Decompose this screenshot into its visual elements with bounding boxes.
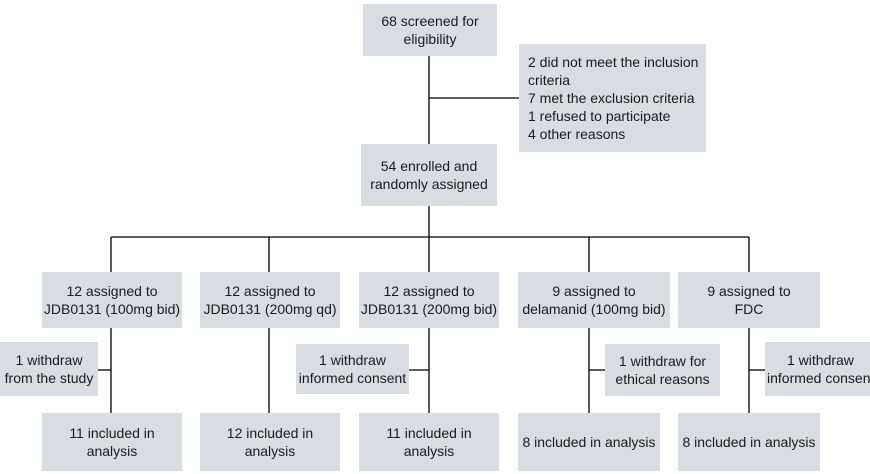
arm-1-withdraw-box: 1 withdraw from the study [0, 342, 98, 396]
arm-3-assigned-line-2: JDB0131 (200mg bid) [360, 301, 498, 317]
arm-4-withdraw-line-2: ethical reasons [615, 371, 710, 387]
enrolled-line-1: 54 enrolled and [380, 158, 478, 174]
screened-line-1: 68 screened for [381, 13, 479, 29]
arm-2-analysis-line-1: 12 included in [226, 425, 314, 441]
arm-3-assigned-box: 12 assigned to JDB0131 (200mg bid) [359, 272, 499, 328]
arm-1-analysis-line-2: analysis [86, 443, 138, 459]
arm-2-assigned-line-1: 12 assigned to [224, 283, 316, 299]
arm-1-assigned-line-2: JDB0131 (100mg bid) [43, 301, 181, 317]
arm-5-withdraw-line-1: 1 withdraw [787, 352, 854, 368]
arm-3-withdraw-line-1: 1 withdraw [319, 352, 386, 368]
arm-1-assigned-line-1: 12 assigned to [66, 283, 158, 299]
arm-3-analysis-box: 11 included in analysis [359, 413, 499, 471]
arm-4-analysis-line-1: 8 included in analysis [522, 434, 656, 450]
arm-2-analysis-box: 12 included in analysis [200, 413, 340, 471]
excluded-line-4: 1 refused to participate [528, 108, 671, 124]
arm-3-analysis-line-1: 11 included in [386, 425, 472, 441]
arm-1-withdraw-line-1: 1 withdraw [15, 352, 83, 368]
arm-5-withdraw-box: 1 withdraw informed consen [765, 342, 870, 396]
arm-4-withdraw-box: 1 withdraw for ethical reasons [605, 344, 720, 396]
excluded-line-3: 7 met the exclusion criteria [528, 90, 695, 106]
arm-4-withdraw-line-1: 1 withdraw for [618, 353, 707, 369]
arm-2-assigned-box: 12 assigned to JDB0131 (200mg qd) [200, 272, 340, 328]
excluded-line-5: 4 other reasons [528, 126, 626, 142]
arm-3-withdraw-line-2: informed consent [298, 370, 407, 386]
arm-4-analysis-box: 8 included in analysis [518, 413, 660, 471]
excluded-box: 2 did not meet the inclusion criteria 7 … [519, 44, 706, 152]
arm-1-withdraw-line-2: from the study [4, 370, 94, 386]
arm-5-analysis-line-1: 8 included in analysis [682, 434, 816, 450]
arm-3-analysis-line-2: analysis [403, 443, 455, 459]
excluded-line-1: 2 did not meet the inclusion [528, 54, 699, 70]
arm-4-assigned-line-2: delamanid (100mg bid) [522, 301, 666, 317]
arm-4-assigned-line-1: 9 assigned to [552, 283, 636, 299]
arm-3-withdraw-box: 1 withdraw informed consent [296, 344, 409, 394]
arm-2-assigned-line-2: JDB0131 (200mg qd) [203, 301, 337, 317]
screened-line-2: eligibility [403, 31, 457, 47]
enrolled-box: 54 enrolled and randomly assigned [361, 144, 497, 206]
arm-3-assigned-line-1: 12 assigned to [383, 283, 475, 299]
enrolled-line-2: randomly assigned [370, 176, 488, 192]
arm-1-analysis-box: 11 included in analysis [42, 413, 182, 471]
arm-5-assigned-box: 9 assigned to FDC [678, 272, 820, 328]
arm-4-assigned-box: 9 assigned to delamanid (100mg bid) [518, 272, 670, 328]
arm-1-analysis-line-1: 11 included in [69, 425, 155, 441]
arm-1-assigned-box: 12 assigned to JDB0131 (100mg bid) [42, 272, 182, 328]
arm-5-withdraw-line-2: informed consen [767, 370, 870, 386]
arm-5-assigned-line-2: FDC [734, 301, 764, 317]
arm-5-analysis-box: 8 included in analysis [678, 413, 820, 471]
arm-5-assigned-line-1: 9 assigned to [707, 283, 791, 299]
screened-box: 68 screened for eligibility [363, 4, 497, 56]
excluded-line-2: criteria [528, 72, 571, 88]
arm-2-analysis-line-2: analysis [244, 443, 296, 459]
